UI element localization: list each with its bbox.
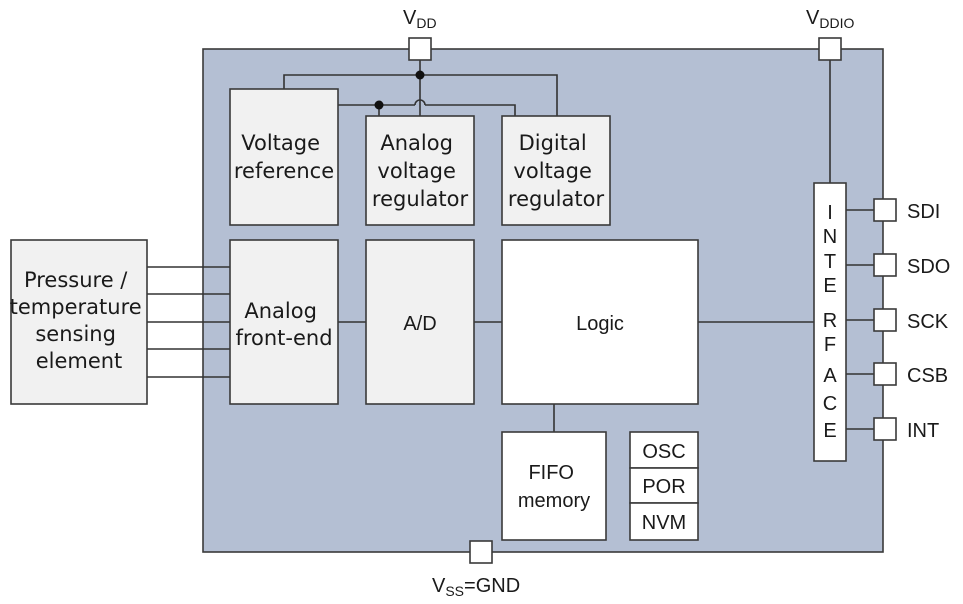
digital-voltage-regulator-block bbox=[501, 115, 611, 226]
sdi-label: SDI bbox=[907, 201, 940, 223]
vdd-label: VDD bbox=[403, 7, 437, 31]
sdi-pin bbox=[873, 198, 897, 222]
nvm-block bbox=[629, 502, 699, 541]
adc-label: A/D bbox=[403, 313, 436, 335]
nvm-label: NVM bbox=[642, 512, 686, 534]
svg-text:N: N bbox=[823, 226, 837, 248]
svg-text:I: I bbox=[827, 202, 833, 224]
sdo-pin bbox=[873, 253, 897, 277]
logic-label: Logic bbox=[576, 313, 624, 335]
sensor-wires bbox=[147, 266, 230, 378]
adc-block bbox=[365, 239, 475, 405]
interface-pin-wires bbox=[846, 209, 874, 430]
svg-text:T: T bbox=[824, 251, 836, 273]
analog-front-end-label: Analog front-end bbox=[235, 299, 332, 350]
sck-label: SCK bbox=[907, 311, 949, 333]
svg-text:A: A bbox=[823, 365, 837, 387]
osc-label: OSC bbox=[642, 441, 685, 463]
analog-voltage-regulator-block bbox=[365, 115, 475, 226]
csb-pin bbox=[873, 362, 897, 386]
sck-pin bbox=[873, 308, 897, 332]
analog-voltage-regulator-label: Analog voltage regulator bbox=[372, 131, 469, 211]
svg-text:F: F bbox=[824, 334, 836, 356]
sensing-element-label: Pressure / temperature sensing element bbox=[10, 268, 149, 373]
fifo-memory-label: FIFO memory bbox=[518, 462, 590, 512]
vddio-pin bbox=[818, 37, 842, 61]
junction-dot bbox=[374, 100, 384, 110]
voltage-reference-label: Voltage reference bbox=[234, 131, 334, 183]
svg-text:R: R bbox=[823, 310, 837, 332]
sensing-element-block bbox=[10, 239, 148, 405]
por-label: POR bbox=[642, 476, 685, 498]
vdd-pin bbox=[408, 37, 432, 61]
svg-text:C: C bbox=[823, 393, 837, 415]
junction-dot bbox=[415, 70, 425, 80]
vss-pin bbox=[469, 540, 493, 564]
analog-front-end-block bbox=[229, 239, 339, 405]
digital-voltage-regulator-label: Digital voltage regulator bbox=[508, 131, 605, 211]
voltage-reference-block bbox=[229, 88, 339, 226]
int-label: INT bbox=[907, 420, 939, 442]
int-pin bbox=[873, 417, 897, 441]
svg-text:E: E bbox=[823, 275, 836, 297]
vddio-label: VDDIO bbox=[806, 7, 854, 31]
fifo-memory-block bbox=[501, 431, 607, 541]
osc-block bbox=[629, 431, 699, 469]
interface-block bbox=[813, 182, 847, 462]
sdo-label: SDO bbox=[907, 256, 950, 278]
vss-gnd-label: VSS=GND bbox=[432, 575, 520, 599]
csb-label: CSB bbox=[907, 365, 948, 387]
svg-text:E: E bbox=[823, 420, 836, 442]
interface-label: I N T E R F A C E bbox=[823, 202, 838, 442]
logic-block bbox=[501, 239, 699, 405]
